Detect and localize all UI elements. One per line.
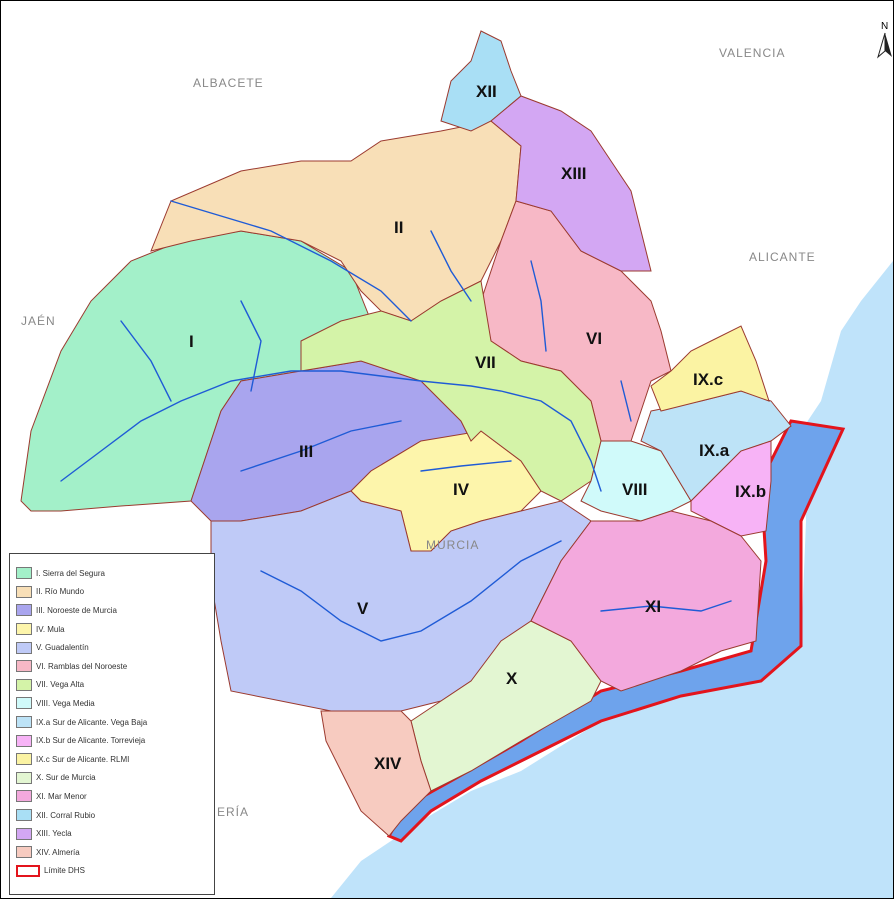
legend-text: VIII. Vega Media (36, 698, 95, 708)
legend: I. Sierra del Segura II. Río Mundo III. … (9, 553, 215, 895)
province-label-valencia: VALENCIA (719, 46, 785, 60)
legend-text: II. Río Mundo (36, 587, 85, 597)
zone-label-XIII: XIII (561, 164, 587, 183)
legend-item-limit[interactable]: Límite DHS (16, 862, 210, 881)
zone-XII[interactable] (440, 30, 522, 132)
legend-text: IV. Mula (36, 624, 65, 634)
legend-text: V. Guadalentín (36, 643, 89, 653)
province-label-albacete: ALBACETE (193, 76, 264, 90)
legend-swatch (16, 809, 32, 822)
zone-label-V: V (357, 599, 369, 618)
zone-label-IXc: IX.c (693, 370, 723, 389)
rivers (60, 200, 732, 642)
legend-text: I. Sierra del Segura (36, 568, 105, 578)
zone-IXc[interactable] (650, 325, 770, 412)
legend-item[interactable]: XIV. Almería (16, 843, 210, 862)
zone-label-III: III (299, 442, 313, 461)
north-arrow-icon: N (873, 19, 893, 59)
legend-item[interactable]: II. Río Mundo (16, 583, 210, 602)
zone-XIII[interactable] (490, 95, 652, 272)
legend-swatch (16, 790, 32, 803)
north-arrow-label: N (881, 21, 888, 32)
legend-swatch (16, 604, 32, 617)
legend-swatch (16, 641, 32, 654)
legend-swatch (16, 697, 32, 710)
legend-item[interactable]: VIII. Vega Media (16, 694, 210, 713)
legend-swatch (16, 827, 32, 840)
zone-label-VIII: VIII (622, 480, 648, 499)
legend-item[interactable]: X. Sur de Murcia (16, 769, 210, 788)
province-label-almeria: ERÍA (217, 804, 249, 819)
legend-text: XI. Mar Menor (36, 791, 87, 801)
legend-swatch (16, 678, 32, 691)
legend-text: IX.b Sur de Alicante. Torrevieja (36, 736, 146, 746)
legend-text: Límite DHS (44, 866, 85, 876)
zone-XI[interactable] (530, 510, 762, 692)
legend-item[interactable]: IX.a Sur de Alicante. Vega Baja (16, 713, 210, 732)
legend-item[interactable]: I. Sierra del Segura (16, 564, 210, 583)
sea (331, 261, 893, 898)
legend-text: III. Noroeste de Murcia (36, 605, 117, 615)
zone-label-VI: VI (586, 329, 602, 348)
legend-swatch (16, 734, 32, 747)
legend-swatch (16, 771, 32, 784)
legend-text: IX.a Sur de Alicante. Vega Baja (36, 717, 148, 727)
zone-label-VII: VII (475, 353, 496, 372)
legend-item[interactable]: IX.c Sur de Alicante. RLMI (16, 750, 210, 769)
zone-label-IV: IV (453, 480, 470, 499)
legend-item[interactable]: XII. Corral Rubio (16, 806, 210, 825)
zone-label-XII: XII (476, 82, 497, 101)
legend-text: XIII. Yecla (36, 829, 72, 839)
legend-text: XII. Corral Rubio (36, 810, 96, 820)
province-label-jaen: JAÉN (21, 313, 56, 328)
zone-XIV[interactable] (320, 710, 432, 837)
zone-label-I: I (189, 332, 194, 351)
legend-item[interactable]: IV. Mula (16, 620, 210, 639)
legend-item[interactable]: VII. Vega Alta (16, 676, 210, 695)
legend-item[interactable]: XI. Mar Menor (16, 787, 210, 806)
legend-text: X. Sur de Murcia (36, 773, 96, 783)
zone-label-XIV: XIV (374, 754, 402, 773)
legend-swatch (16, 623, 32, 636)
legend-swatch (16, 846, 32, 859)
legend-swatch (16, 753, 32, 766)
zone-label-II: II (394, 218, 403, 237)
legend-text: XIV. Almería (36, 847, 80, 857)
legend-item[interactable]: III. Noroeste de Murcia (16, 601, 210, 620)
legend-item[interactable]: IX.b Sur de Alicante. Torrevieja (16, 731, 210, 750)
legend-item[interactable]: V. Guadalentín (16, 638, 210, 657)
zone-label-IXb: IX.b (735, 482, 766, 501)
zone-IXb[interactable] (690, 440, 772, 537)
legend-swatch (16, 585, 32, 598)
legend-item[interactable]: XIII. Yecla (16, 824, 210, 843)
zone-label-IXa: IX.a (699, 441, 730, 460)
legend-text: VII. Vega Alta (36, 680, 85, 690)
legend-swatch (16, 716, 32, 729)
province-label-alicante: ALICANTE (749, 250, 816, 264)
province-label-murcia: MURCIA (426, 538, 479, 552)
legend-text: IX.c Sur de Alicante. RLMI (36, 754, 130, 764)
limit-swatch (16, 864, 40, 877)
coastal-waters (386, 419, 846, 843)
legend-swatch (16, 660, 32, 673)
zone-VIII[interactable] (580, 440, 692, 522)
legend-text: VI. Ramblas del Noroeste (36, 661, 128, 671)
zone-label-X: X (506, 669, 518, 688)
legend-swatch (16, 567, 32, 580)
zone-label-XI: XI (645, 597, 661, 616)
legend-item[interactable]: VI. Ramblas del Noroeste (16, 657, 210, 676)
